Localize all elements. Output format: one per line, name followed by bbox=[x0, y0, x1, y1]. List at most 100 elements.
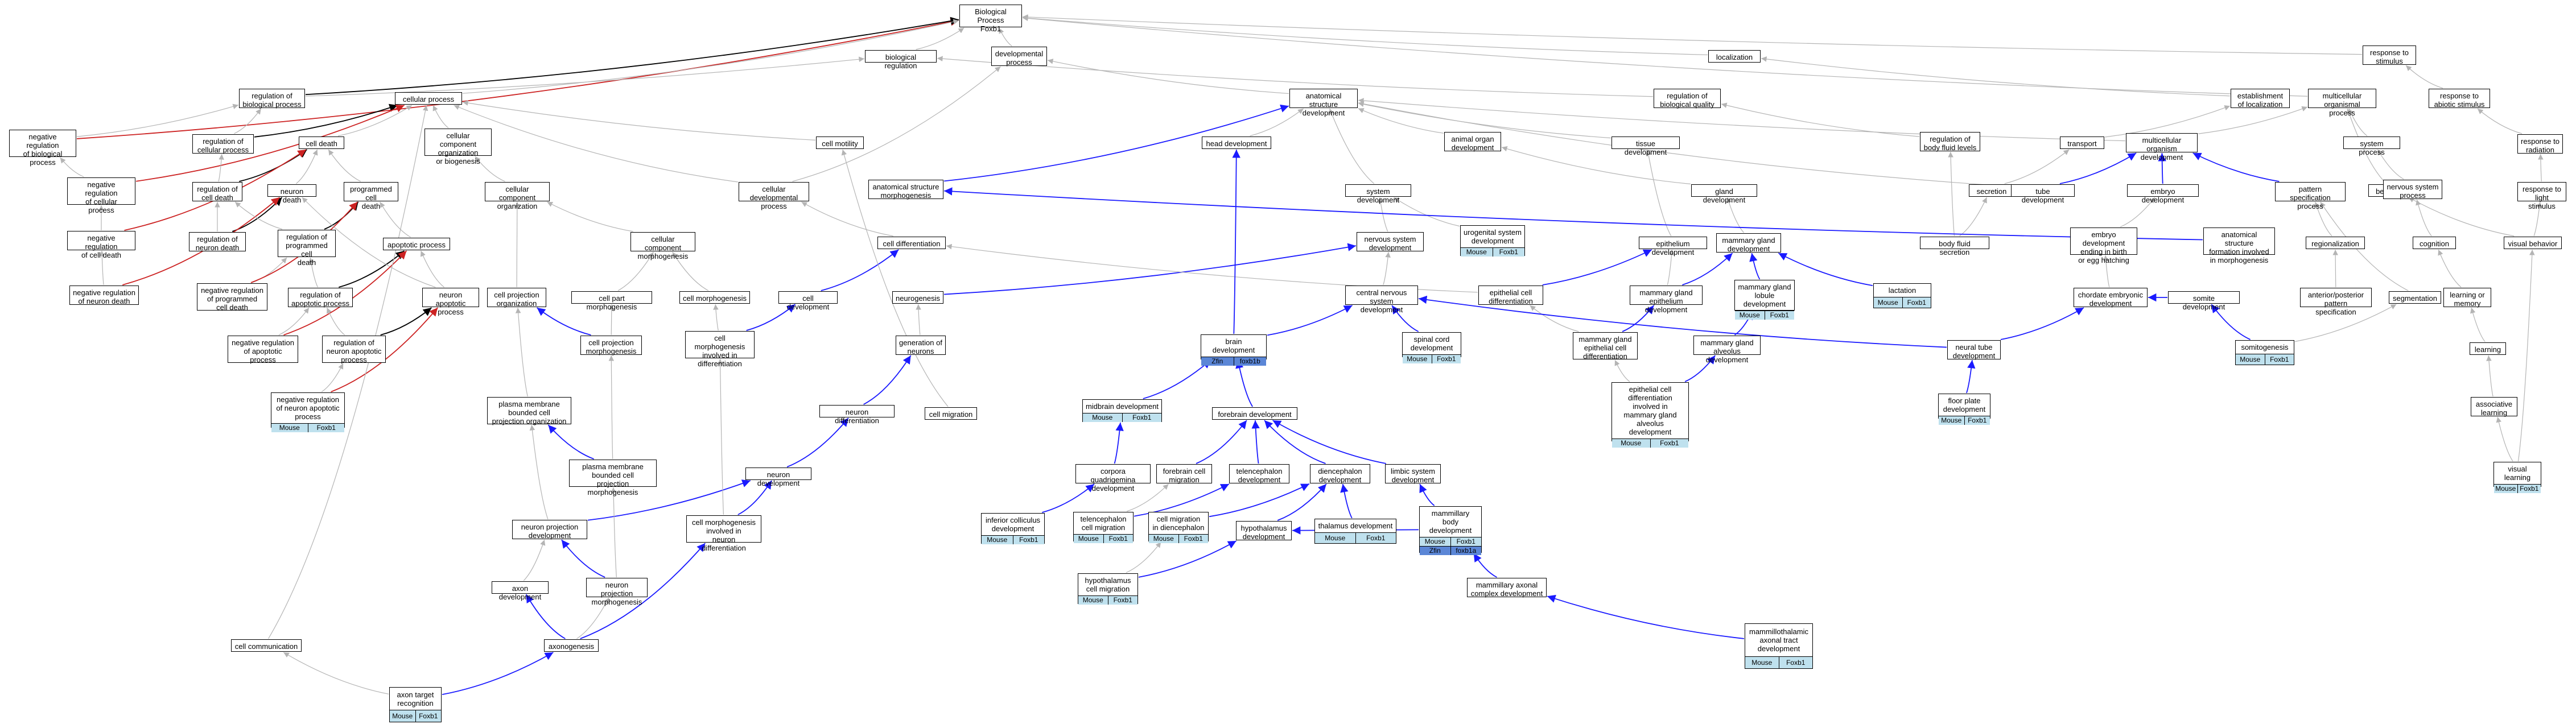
term-node-neurdev[interactable]: neuron development bbox=[745, 468, 811, 487]
term-node-regionaliz[interactable]: regionalization bbox=[2306, 237, 2365, 249]
term-node-estloc[interactable]: establishment of localization bbox=[2231, 89, 2290, 109]
term-node-ecd[interactable]: epithelial cell differentiation involved… bbox=[1611, 382, 1689, 448]
term-node-nsp[interactable]: nervous system process bbox=[2383, 180, 2442, 200]
term-node-cellmot[interactable]: cell motility bbox=[816, 136, 864, 149]
term-node-rbfl[interactable]: regulation of body fluid levels bbox=[1920, 132, 1980, 152]
term-node-limbic[interactable]: limbic system development bbox=[1385, 464, 1441, 484]
term-node-axondev[interactable]: axon development bbox=[492, 581, 549, 601]
term-node-cdp[interactable]: cellular developmental process bbox=[739, 182, 809, 210]
term-node-neurond[interactable]: neuron death bbox=[267, 184, 316, 204]
term-node-pmbcpm[interactable]: plasma membrane bounded cell projection … bbox=[569, 460, 657, 497]
term-node-regapo[interactable]: regulation of apoptotic process bbox=[288, 288, 353, 308]
term-node-segment[interactable]: segmentation bbox=[2389, 291, 2441, 304]
term-node-rlight[interactable]: response to light stimulus bbox=[2517, 182, 2566, 210]
term-node-neurogen[interactable]: neurogenesis bbox=[892, 291, 943, 304]
term-node-hypodev[interactable]: hypothalamus development bbox=[1236, 521, 1292, 541]
term-node-ntd[interactable]: neural tube development bbox=[1947, 340, 2001, 360]
term-node-forebrain[interactable]: forebrain development bbox=[1212, 407, 1297, 420]
term-node-cpm_part[interactable]: cell part morphogenesis bbox=[571, 291, 652, 311]
term-node-tissdev[interactable]: tissue development bbox=[1611, 136, 1680, 156]
term-node-cnsd[interactable]: central nervous system development bbox=[1345, 286, 1418, 314]
term-node-asfm[interactable]: anatomical structure formation involved … bbox=[2203, 228, 2275, 264]
term-node-ccob[interactable]: cellular component organization or bioge… bbox=[424, 129, 492, 166]
term-node-mtatd[interactable]: mammillothalamic axonal tract developmen… bbox=[1745, 623, 1813, 669]
term-node-cellp[interactable]: cellular process bbox=[395, 92, 462, 105]
term-node-visbeh[interactable]: visual behavior bbox=[2504, 237, 2562, 249]
term-node-bp[interactable]: Biological Process Foxb1 bbox=[959, 5, 1022, 33]
term-node-regnap[interactable]: regulation of neuron apoptotic process bbox=[322, 336, 386, 364]
term-node-celldev[interactable]: cell development bbox=[778, 291, 838, 311]
term-node-negnap[interactable]: negative regulation of neuron apoptotic … bbox=[271, 392, 345, 432]
term-node-learning[interactable]: learning bbox=[2470, 342, 2506, 355]
term-node-epidev[interactable]: epithelium development bbox=[1639, 237, 1707, 257]
term-node-telendev[interactable]: telencephalon development bbox=[1229, 464, 1289, 484]
term-node-neurdiff[interactable]: neuron differentiation bbox=[819, 405, 895, 425]
term-node-secretion[interactable]: secretion bbox=[1969, 184, 2014, 197]
term-node-mgd[interactable]: mammary gland development bbox=[1716, 233, 1781, 253]
term-node-ccm[interactable]: cellular component morphogenesis bbox=[630, 232, 695, 260]
term-node-negnd[interactable]: negative regulation of neuron death bbox=[69, 286, 139, 305]
term-node-transport[interactable]: transport bbox=[2060, 136, 2104, 149]
term-node-tubedev[interactable]: tube development bbox=[2011, 184, 2075, 204]
term-node-loc[interactable]: localization bbox=[1708, 50, 1761, 63]
term-node-mop[interactable]: multicellular organismal process bbox=[2308, 89, 2376, 117]
term-node-rbq[interactable]: regulation of biological quality bbox=[1654, 89, 1721, 109]
term-node-mod[interactable]: multicellular organism development bbox=[2126, 133, 2198, 162]
term-node-cpmorph[interactable]: cell projection morphogenesis bbox=[580, 336, 642, 355]
term-node-regcp[interactable]: regulation of cellular process bbox=[192, 134, 254, 154]
term-node-cellmig[interactable]: cell migration bbox=[925, 407, 977, 420]
term-node-cpo[interactable]: cell projection organization bbox=[487, 288, 546, 308]
term-node-genneur[interactable]: generation of neurons bbox=[896, 336, 946, 355]
term-node-devp[interactable]: developmental process bbox=[991, 47, 1047, 67]
term-node-mgad[interactable]: mammary gland alveolus development bbox=[1693, 336, 1761, 364]
term-node-nap[interactable]: neuron apoptotic process bbox=[422, 288, 479, 316]
term-node-negpcd[interactable]: negative regulation of programmed cell d… bbox=[197, 283, 267, 312]
term-node-resp[interactable]: response to stimulus bbox=[2363, 46, 2416, 65]
term-node-chordate[interactable]: chordate embryonic development bbox=[2074, 288, 2148, 308]
term-node-nsd[interactable]: nervous system development bbox=[1357, 232, 1424, 252]
term-node-rabs[interactable]: response to abiotic stimulus bbox=[2429, 89, 2490, 109]
term-node-cmid[interactable]: cell morphogenesis involved in different… bbox=[685, 331, 755, 368]
term-node-pcd[interactable]: programmed cell death bbox=[344, 182, 398, 210]
term-node-cco[interactable]: cellular component organization bbox=[485, 182, 550, 210]
term-node-negbp[interactable]: negative regulation of biological proces… bbox=[9, 130, 76, 167]
term-node-apspec[interactable]: anterior/posterior pattern specification bbox=[2300, 288, 2372, 316]
term-node-regcd[interactable]: regulation of cell death bbox=[192, 182, 242, 202]
term-node-celldeath[interactable]: cell death bbox=[299, 136, 344, 149]
term-node-cqd[interactable]: corpora quadrigemina development bbox=[1075, 464, 1151, 493]
term-node-npmorph[interactable]: neuron projection morphogenesis bbox=[586, 578, 648, 606]
term-node-forecm[interactable]: forebrain cell migration bbox=[1156, 464, 1212, 484]
term-node-mgepd[interactable]: mammary gland epithelium development bbox=[1630, 286, 1703, 314]
term-node-cognition[interactable]: cognition bbox=[2413, 237, 2456, 249]
term-node-mgecd[interactable]: mammary gland epithelial cell differenti… bbox=[1573, 332, 1638, 361]
term-node-somitedev[interactable]: somite development bbox=[2168, 291, 2240, 311]
term-node-learnmem[interactable]: learning or memory bbox=[2443, 288, 2491, 308]
term-node-embdev[interactable]: embryo development bbox=[2127, 184, 2199, 204]
term-node-regnd[interactable]: regulation of neuron death bbox=[189, 232, 246, 252]
term-node-celldiff[interactable]: cell differentiation bbox=[877, 237, 946, 249]
term-node-negcp[interactable]: negative regulation of cellular process bbox=[67, 177, 135, 214]
term-node-macd[interactable]: mammillary axonal complex development bbox=[1467, 578, 1547, 598]
term-node-apo[interactable]: apoptotic process bbox=[383, 238, 450, 250]
term-node-glanddev[interactable]: gland development bbox=[1691, 184, 1757, 204]
term-node-asm[interactable]: anatomical structure morphogenesis bbox=[868, 180, 943, 200]
term-node-sysproc[interactable]: system process bbox=[2343, 136, 2400, 156]
term-node-sysdev[interactable]: system development bbox=[1345, 184, 1411, 204]
term-node-axonogen[interactable]: axonogenesis bbox=[544, 639, 599, 652]
